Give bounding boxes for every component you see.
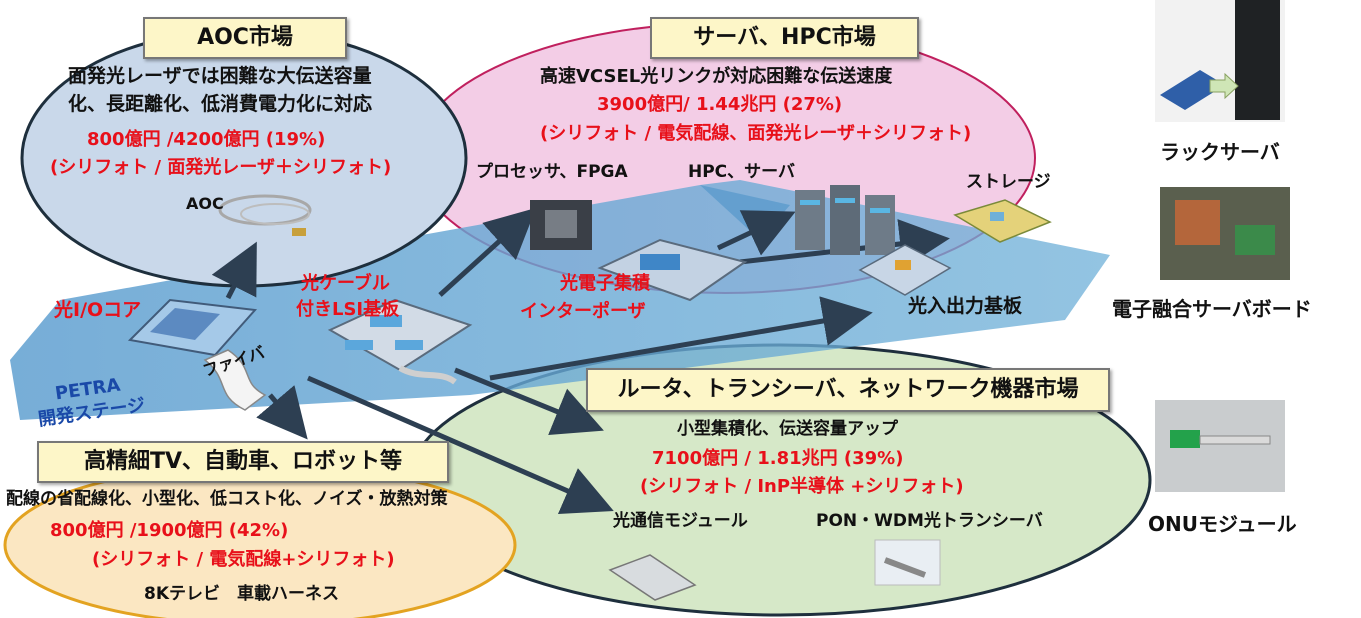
router-description: 小型集積化、伝送容量アップ bbox=[677, 419, 898, 439]
arrow-to-tv bbox=[256, 385, 308, 440]
processor-image bbox=[530, 200, 592, 250]
onu-module-photo bbox=[1155, 400, 1285, 492]
server-market-size: 3900億円/ 1.44兆円 (27%) bbox=[597, 94, 843, 115]
arrow-to-hpc bbox=[716, 210, 796, 256]
interposer-label-2: インターポーザ bbox=[520, 301, 646, 322]
router-technology: (シリフォト / InP半導体 +シリフォト) bbox=[640, 476, 964, 497]
arrow-to-aoc bbox=[211, 241, 257, 300]
aoc-technology: (シリフォト / 面発光レーザ＋シリフォト) bbox=[50, 157, 392, 178]
interposer-label-1: 光電子集積 bbox=[560, 273, 650, 294]
aoc-cable-image bbox=[218, 194, 312, 236]
optical-cable-lsi-board bbox=[327, 298, 473, 385]
server-hpc-title: サーバ、HPC市場 bbox=[650, 17, 919, 59]
aoc-market-size: 800億円 /4200億円 (19%) bbox=[87, 129, 326, 150]
rack-server-caption: ラックサーバ bbox=[1160, 140, 1280, 164]
router-market-size: 7100億円 / 1.81兆円 (39%) bbox=[652, 448, 904, 469]
aoc-description-line2: 化、長距離化、低消費電力化に対応 bbox=[68, 93, 373, 115]
router-title: ルータ、トランシーバ、ネットワーク機器市場 bbox=[586, 368, 1110, 412]
optoelectronic-interposer bbox=[597, 238, 748, 302]
optical-io-core-chip bbox=[127, 298, 258, 357]
optical-module-image bbox=[608, 554, 697, 601]
processor-label: プロセッサ、FPGA bbox=[476, 162, 628, 182]
arrow-to-processor bbox=[438, 207, 537, 297]
tv-description: 配線の省配線化、小型化、低コスト化、ノイズ・放熱対策 bbox=[6, 489, 448, 509]
tv-auto-title: 高精細TV、自動車、ロボット等 bbox=[37, 441, 449, 483]
arrow-to-module bbox=[307, 375, 614, 514]
server-board-caption: 電子融合サーバボード bbox=[1112, 297, 1312, 321]
hpc-server-label: HPC、サーバ bbox=[688, 162, 795, 182]
onu-module-caption: ONUモジュール bbox=[1148, 512, 1297, 536]
tv-technology: (シリフォト / 電気配線+シリフォト) bbox=[92, 549, 395, 570]
io-board-label: 光入出力基板 bbox=[908, 295, 1023, 317]
storage-image bbox=[953, 199, 1052, 243]
aoc-description-line1: 面発光レーザでは困難な大伝送容量 bbox=[68, 65, 372, 87]
server-board-photo bbox=[1160, 187, 1290, 280]
aoc-title: AOC市場 bbox=[143, 17, 347, 59]
hpc-server-image bbox=[795, 185, 895, 255]
tv-market-size: 800億円 /1900億円 (42%) bbox=[50, 520, 289, 541]
optical-module-label: 光通信モジュール bbox=[613, 511, 748, 531]
arrow-to-io-board bbox=[489, 296, 873, 381]
optical-io-core-label: 光I/Oコア bbox=[54, 299, 142, 321]
arrow-to-router bbox=[454, 367, 604, 435]
optical-io-board-image bbox=[858, 244, 952, 296]
tv-products: 8Kテレビ 車載ハーネス bbox=[144, 584, 340, 604]
rack-server-photo bbox=[1155, 0, 1285, 122]
storage-label: ストレージ bbox=[966, 172, 1051, 192]
fiber-ribbon bbox=[203, 349, 267, 411]
cable-lsi-label-2: 付きLSI基板 bbox=[296, 299, 400, 320]
aoc-product-label: AOC bbox=[186, 194, 224, 213]
server-technology: (シリフォト / 電気配線、面発光レーザ＋シリフォト) bbox=[540, 123, 972, 144]
pon-transceiver-image bbox=[874, 539, 941, 586]
pon-transceiver-label: PON・WDM光トランシーバ bbox=[816, 511, 1043, 531]
server-description: 高速VCSEL光リンクが対応困難な伝送速度 bbox=[540, 66, 893, 87]
cable-lsi-label-1: 光ケーブル bbox=[301, 273, 390, 294]
